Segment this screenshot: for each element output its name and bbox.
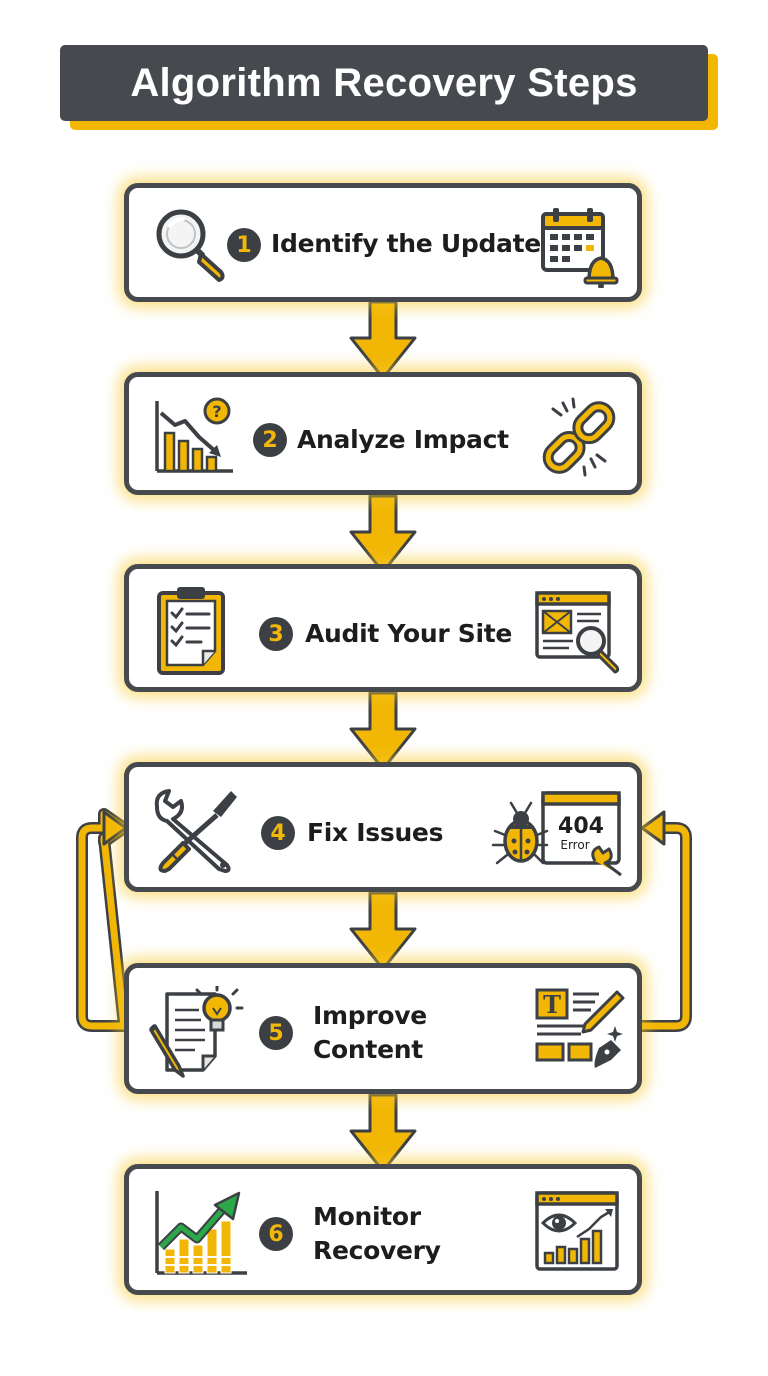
- title-banner: Algorithm Recovery Steps: [60, 45, 708, 121]
- arrow-1-to-2: [349, 300, 417, 380]
- wrench-screwdriver-icon: [154, 789, 237, 873]
- step-2-number: 2: [253, 423, 287, 457]
- step-2-box: ? 2 Analyze Impact: [124, 372, 642, 495]
- arrow-3-to-4: [349, 691, 417, 771]
- svg-text:?: ?: [212, 402, 221, 421]
- page-title: Algorithm Recovery Steps: [130, 60, 638, 105]
- step-5-number: 5: [259, 1016, 293, 1050]
- checklist-clipboard-icon: [157, 587, 225, 675]
- step-2-label: Analyze Impact: [297, 425, 509, 454]
- step-6-box: 6 Monitor Recovery: [124, 1164, 642, 1295]
- error-code-text: 404: [558, 814, 604, 839]
- step-6-label-line-1: Monitor: [313, 1202, 421, 1231]
- step-1-number: 1: [227, 228, 261, 262]
- eye-analytics-icon: [535, 1191, 619, 1271]
- step-5-label-line-1: Improve: [313, 1001, 427, 1030]
- left-loop-arrow: [76, 808, 130, 1032]
- step-3-box: 3 Audit Your Site: [124, 564, 642, 692]
- error-label-text: Error: [560, 838, 589, 852]
- arrow-2-to-3: [349, 494, 417, 574]
- step-1-label: Identify the Update: [271, 229, 541, 258]
- svg-text:T: T: [543, 990, 561, 1019]
- step-4-number: 4: [261, 816, 295, 850]
- step-5-label-line-2: Content: [313, 1035, 423, 1064]
- bug-404-error-icon: 404 Error: [491, 791, 622, 877]
- text-layout-pen-icon: T: [535, 988, 625, 1068]
- step-4-box: 4 Fix Issues 404 Error: [124, 762, 642, 892]
- step-4-label: Fix Issues: [307, 818, 444, 847]
- broken-link-icon: [542, 397, 616, 477]
- magnifying-glass-icon: [156, 209, 225, 282]
- step-5-box: 5 Improve Content T: [124, 963, 642, 1094]
- step-6-number: 6: [259, 1217, 293, 1251]
- document-lightbulb-icon: [149, 986, 244, 1078]
- declining-chart-icon: ?: [155, 397, 233, 473]
- step-1-box: 1 Identify the Update: [124, 183, 642, 302]
- step-6-label-line-2: Recovery: [313, 1236, 441, 1265]
- step-3-label: Audit Your Site: [305, 619, 513, 648]
- webpage-search-icon: [535, 591, 620, 674]
- right-loop-arrow: [640, 810, 692, 1032]
- calendar-bell-icon: [541, 208, 619, 288]
- growth-chart-icon: [155, 1191, 247, 1275]
- arrow-4-to-5: [349, 891, 417, 971]
- arrow-5-to-6: [349, 1093, 417, 1173]
- step-3-number: 3: [259, 617, 293, 651]
